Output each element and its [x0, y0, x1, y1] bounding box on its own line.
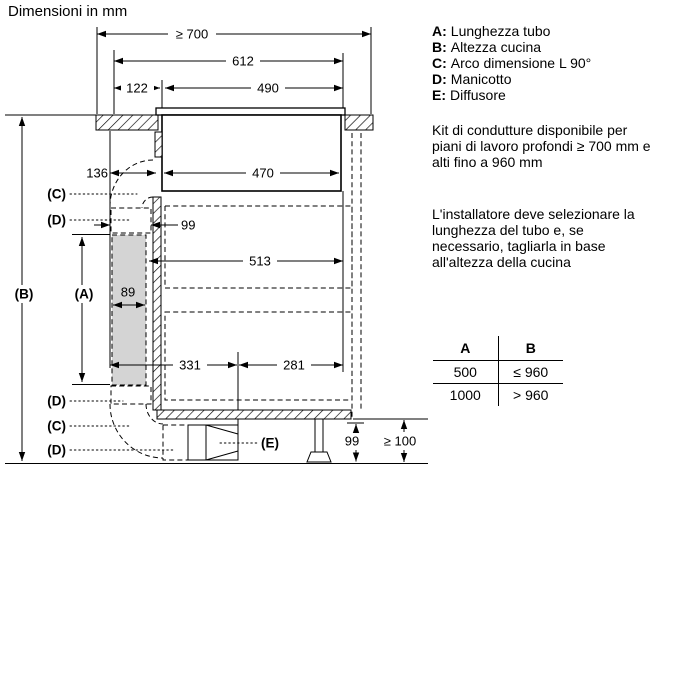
legend-item-A: A:Lunghezza tubo: [432, 23, 591, 39]
dimension-diffuser-height: 99: [345, 424, 359, 462]
sleeve-top: [110, 207, 152, 234]
legend-key-E: E:: [432, 87, 446, 103]
table-row: 1000 > 960: [433, 383, 563, 406]
note-duct-kit: Kit di condutture disponibile per piani …: [432, 122, 651, 170]
dimension-hob-width: 612: [114, 53, 343, 69]
cabinet-leg: [306, 419, 332, 463]
dim-text-plinth-min-height: ≥ 100: [384, 434, 416, 449]
table-row: 500 ≤ 960: [433, 360, 563, 383]
dimension-sleeve-width: 99: [94, 218, 195, 233]
legend-item-E: E:Diffusore: [432, 87, 591, 103]
dim-text-front-offset: 122: [126, 81, 148, 96]
dim-text-cabinet-depth: 513: [249, 254, 271, 269]
dim-text-hob-width: 612: [232, 54, 254, 69]
table-cell: > 960: [513, 387, 549, 403]
legend-key-D: D:: [432, 71, 447, 87]
interior-space-upper-dashed: [164, 205, 353, 289]
hob-top-plate: [155, 107, 346, 116]
worktop-left: [95, 114, 159, 131]
table-header-row: A B: [433, 336, 563, 360]
dim-text-cutout-width: 490: [257, 81, 279, 96]
installation-diagram: ≥ 700 612 122 490 136 470 99 513 89: [5, 26, 428, 464]
legend-label-B: Altezza cucina: [450, 39, 542, 55]
label-E: (E): [261, 436, 279, 451]
table-cell: 500: [433, 361, 499, 383]
cabinet-wall-strip-top: [154, 131, 163, 158]
label-D: (D): [47, 394, 66, 409]
table-cell: 1000: [433, 384, 499, 406]
note-line: alti fino a 960 mm: [432, 154, 543, 170]
diffuser: [187, 424, 239, 461]
legend-label-A: Lunghezza tubo: [450, 23, 551, 39]
note-line: piani di lavoro profondi ≥ 700 mm e: [432, 138, 651, 154]
table-header-A: A: [433, 336, 499, 360]
sleeve-middle: [110, 385, 152, 405]
legend-item-B: B:Altezza cucina: [432, 39, 591, 55]
note-line: all'altezza della cucina: [432, 254, 571, 270]
legend: A:Lunghezza tubo B:Altezza cucina C:Arco…: [432, 23, 591, 103]
dimension-left-span: 331: [110, 357, 237, 373]
label-D: (D): [47, 443, 66, 458]
dimension-B-kitchen-height: (B): [9, 117, 39, 461]
legend-key-B: B:: [432, 39, 447, 55]
dim-text-tube-width: 89: [121, 285, 135, 300]
dim-text-worktop-depth: ≥ 700: [176, 27, 208, 42]
legend-label-C: Arco dimensione L 90°: [450, 55, 592, 71]
duct-tube: [111, 234, 147, 386]
callout-C-bottom: (C): [47, 419, 131, 434]
label-A: (A): [75, 287, 94, 302]
dim-text-diffuser-height: 99: [345, 434, 359, 449]
dimension-cutout-width: 490: [165, 80, 343, 96]
callout-C-top: (C): [47, 187, 138, 202]
tube-length-table: A B 500 ≤ 960 1000 > 960: [433, 336, 563, 406]
cabinet-bottom-board: [156, 409, 352, 420]
page-title: Dimensioni in mm: [8, 3, 128, 20]
callout-D-bottom: (D): [47, 443, 175, 458]
note-installer: L'installatore deve selezionare la lungh…: [432, 206, 635, 270]
legend-item-D: D:Manicotto: [432, 71, 591, 87]
label-C: (C): [47, 187, 66, 202]
interior-space-lower-dashed: [164, 311, 353, 401]
dimension-body-width: 470: [164, 165, 339, 181]
dimension-plinth-min-height: ≥ 100: [384, 420, 416, 462]
dimension-worktop-depth: ≥ 700: [97, 26, 371, 42]
legend-key-C: C:: [432, 55, 447, 71]
dim-text-sleeve-width: 99: [181, 218, 195, 233]
worktop-right: [344, 114, 374, 131]
dim-text-duct-offset: 136: [86, 166, 108, 181]
sleeve-bottom: [162, 424, 189, 461]
cabinet-side-wall: [152, 196, 162, 411]
legend-label-D: Manicotto: [450, 71, 512, 87]
dimension-A-tube-length: (A): [69, 234, 110, 385]
label-B: (B): [15, 287, 34, 302]
callout-E: (E): [219, 436, 279, 451]
dimension-duct-offset: 136: [77, 165, 156, 181]
dimension-cabinet-depth: 513: [149, 253, 343, 269]
dim-text-body-width: 470: [252, 166, 274, 181]
dimension-right-span: 281: [239, 357, 343, 373]
note-line: lunghezza del tubo e, se: [432, 222, 584, 238]
dimension-tube-width: 89: [113, 285, 145, 309]
cabinet-back-wall-dashed: [351, 133, 362, 418]
callout-D-middle: (D): [47, 394, 124, 409]
dimension-front-offset: 122: [114, 80, 160, 96]
label-C: (C): [47, 419, 66, 434]
duct-bend-bottom: [109, 403, 164, 459]
note-line: necessario, tagliarla in base: [432, 238, 606, 254]
legend-item-C: C:Arco dimensione L 90°: [432, 55, 591, 71]
table-header-B: B: [525, 340, 536, 356]
label-D: (D): [47, 213, 66, 228]
dim-text-left-span: 331: [179, 358, 201, 373]
legend-label-E: Diffusore: [450, 87, 506, 103]
note-line: Kit di condutture disponibile per: [432, 122, 628, 138]
duct-bend-top: [109, 159, 154, 209]
callout-D-top: (D): [47, 213, 131, 228]
legend-key-A: A:: [432, 23, 447, 39]
extension-lines: [5, 27, 428, 425]
table-cell: ≤ 960: [513, 364, 549, 380]
dim-text-right-span: 281: [283, 358, 305, 373]
note-line: L'installatore deve selezionare la: [432, 206, 635, 222]
